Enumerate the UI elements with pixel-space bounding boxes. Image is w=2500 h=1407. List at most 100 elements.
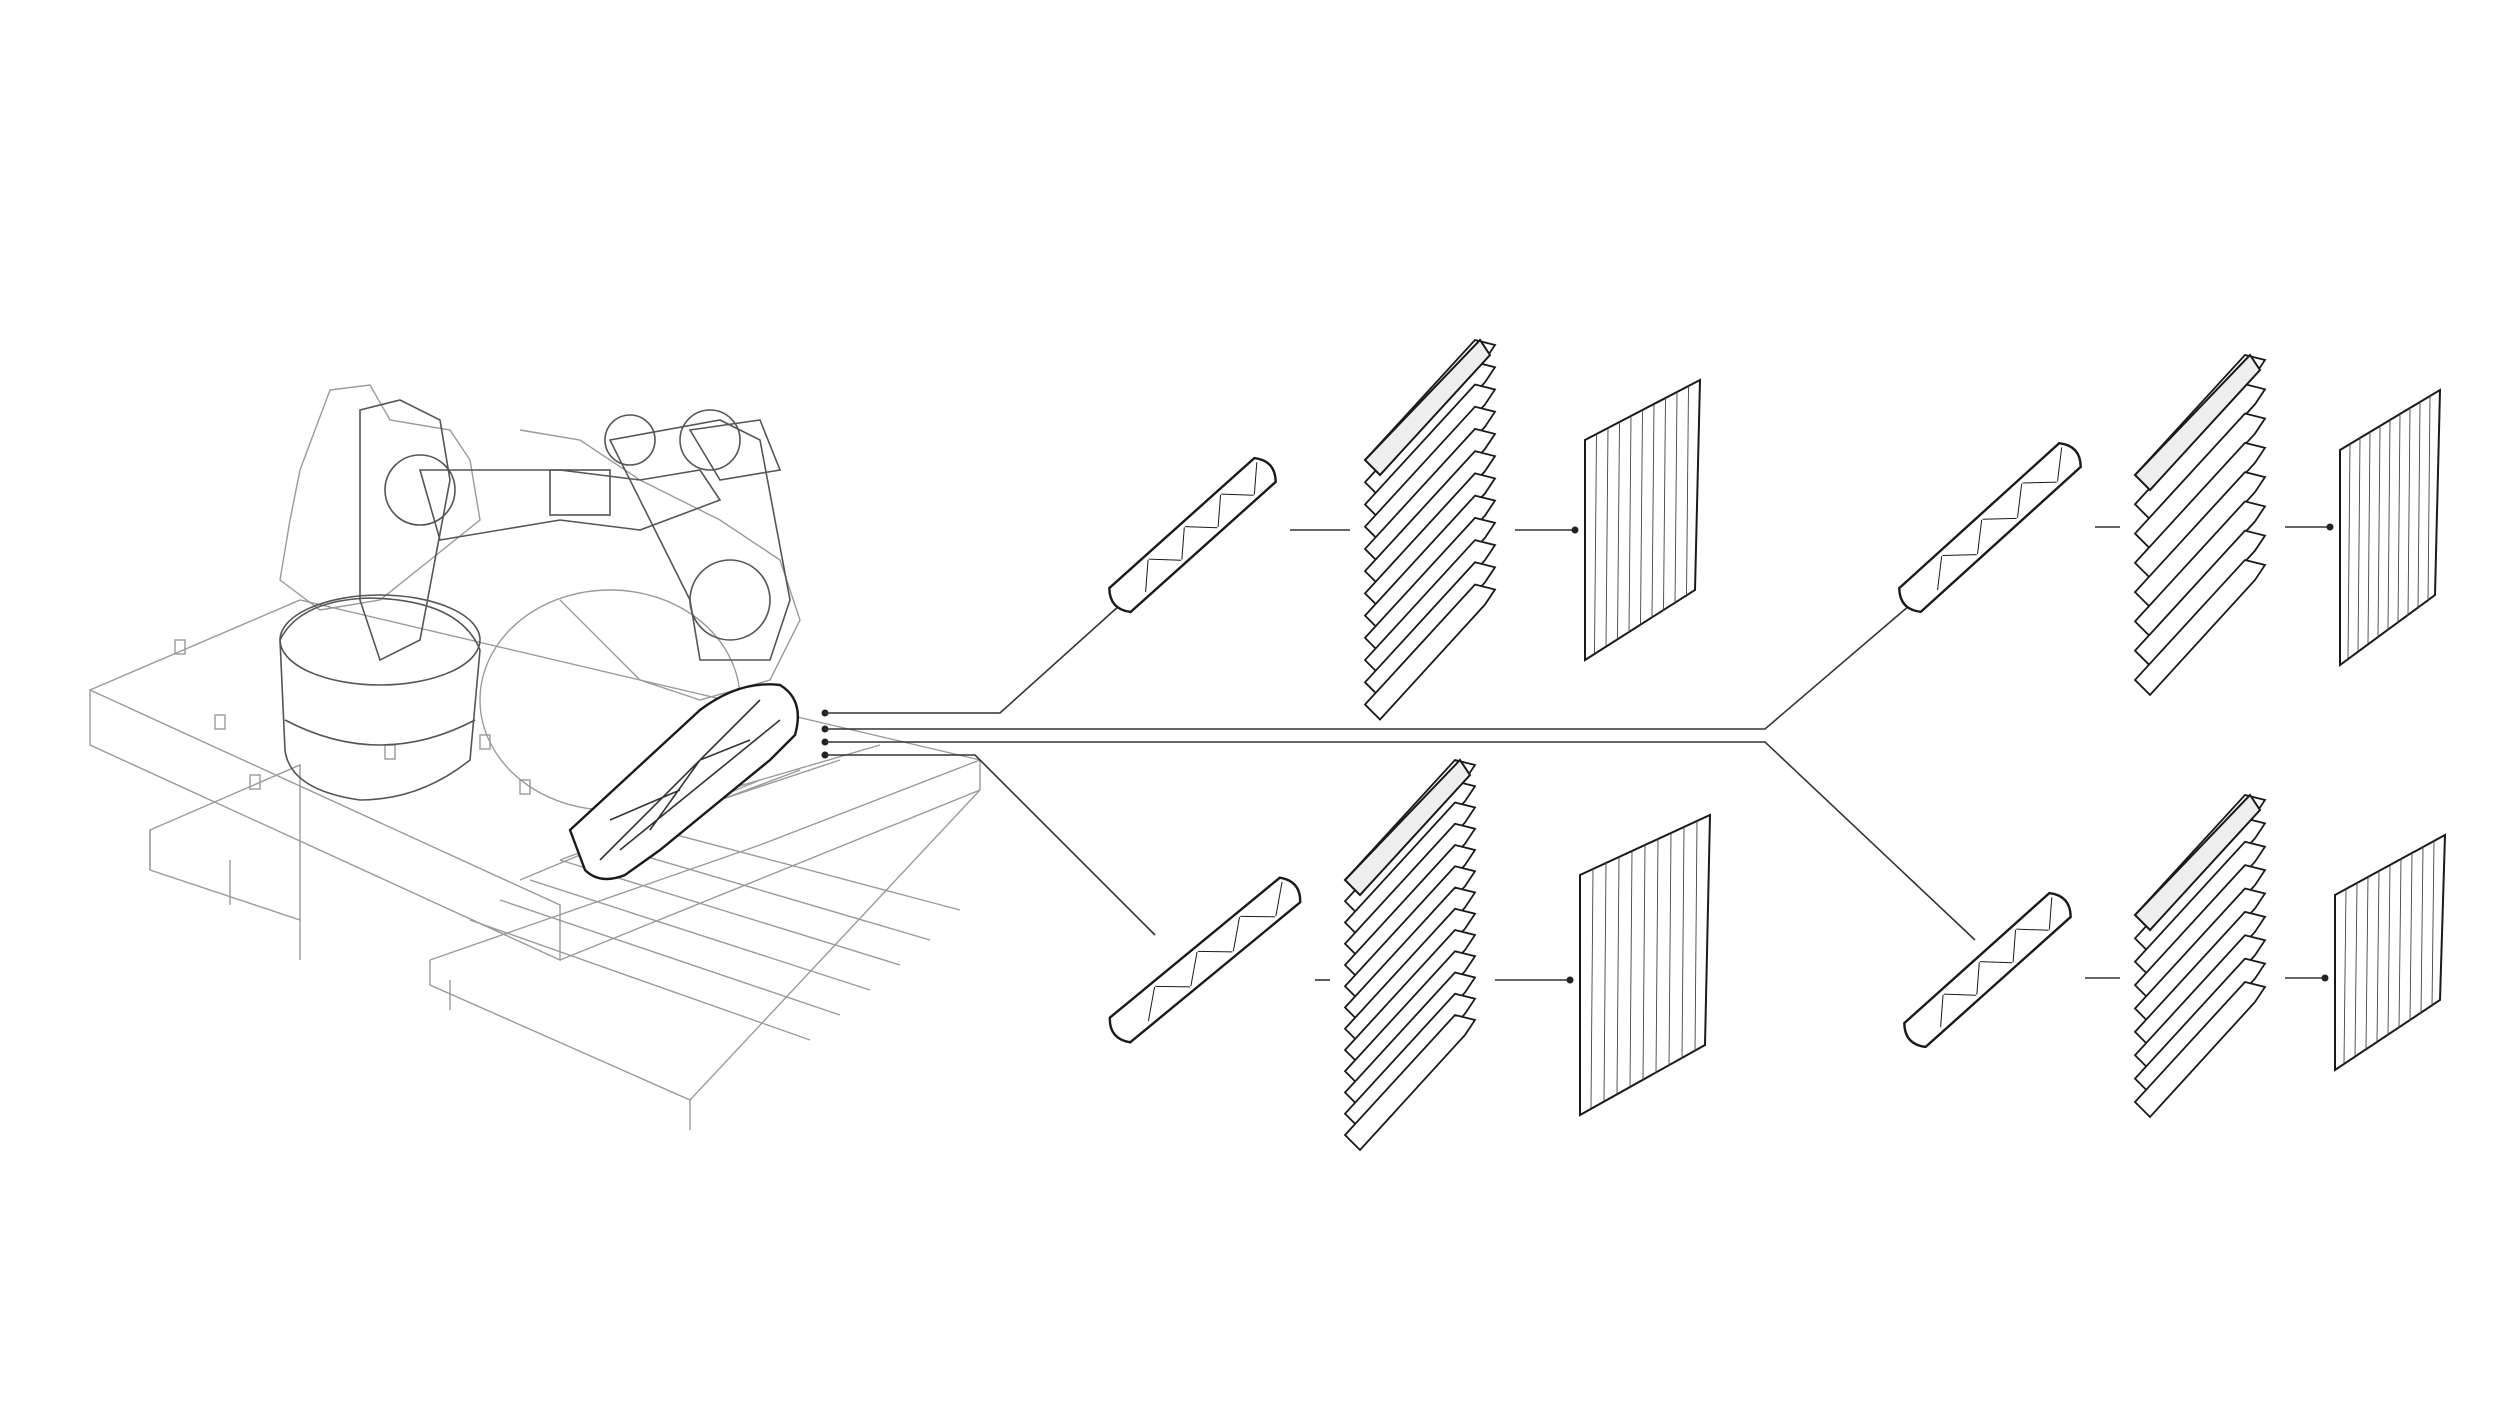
surface-strip (2397, 413, 2401, 624)
surface-strip (1642, 844, 1646, 1081)
surface-strip (1629, 850, 1633, 1088)
connector-lines (821, 604, 1976, 941)
surface-strip (1694, 820, 1698, 1053)
unrolled-surface (2339, 388, 2442, 667)
mesh-line (1253, 462, 1258, 495)
mesh-line (1982, 517, 2017, 520)
mesh-line (1275, 881, 1283, 917)
surface-strip (1617, 421, 1620, 640)
unrolled-surface (1579, 813, 1712, 1117)
mesh-line (1221, 493, 1254, 496)
arrow-dot (1571, 526, 1579, 534)
mesh-line (1190, 951, 1198, 987)
mesh-line (1943, 993, 1977, 996)
surface-strip (1668, 832, 1672, 1067)
branch-stick (1898, 441, 2082, 614)
stick-outline (1108, 876, 1302, 1044)
variant-bottom-left (1108, 758, 1712, 1152)
variant-top-left (1108, 338, 1702, 721)
slice (2133, 558, 2267, 697)
mesh-line (1980, 961, 2013, 964)
work-platform (89, 599, 981, 1130)
top-slice-mesh (1363, 338, 1492, 477)
mesh-line (1976, 962, 1980, 995)
mesh-line (2048, 897, 2053, 930)
surface-strip (1590, 868, 1594, 1109)
surface-strip (2431, 840, 2435, 1008)
variant-groups (1108, 338, 2447, 1152)
mesh-line (1977, 519, 1983, 554)
slice (2133, 471, 2267, 609)
stick-outline (1903, 891, 2072, 1049)
top-slice-mesh (1343, 758, 1472, 897)
branch-stick (1108, 456, 1277, 614)
top-slice-mesh (2133, 353, 2262, 492)
surface-strip (1651, 403, 1655, 619)
workpiece-log (568, 683, 800, 881)
surface-strip (1605, 427, 1609, 647)
mesh-line (1181, 527, 1185, 560)
mesh-line (2016, 928, 2049, 931)
surface-strip (2417, 401, 2421, 610)
slice (2133, 980, 2267, 1119)
connector-top-left (825, 604, 1121, 714)
surface-strip (2354, 882, 2358, 1057)
surface-strip (1681, 826, 1685, 1060)
slice (1343, 1013, 1477, 1152)
mesh-line (1217, 494, 1222, 528)
surface-strip (1655, 838, 1659, 1074)
mesh-line (1147, 986, 1156, 1022)
arrow-dot (1566, 976, 1574, 984)
surface-strip (2420, 846, 2424, 1015)
surface-strip (2407, 407, 2411, 617)
slice (2133, 441, 2267, 580)
slice (2133, 529, 2267, 667)
mesh-line (2022, 481, 2057, 484)
surface-outline (2334, 833, 2447, 1072)
surface-strip (2365, 876, 2369, 1050)
surface-outline (2339, 388, 2442, 667)
slice (2133, 500, 2267, 638)
mesh-line (2057, 447, 2063, 482)
surface-strip (2409, 852, 2413, 1022)
surface-strip (2377, 425, 2381, 638)
surface-strip (2387, 864, 2391, 1036)
surface-outline (1579, 813, 1712, 1117)
slice (2133, 412, 2267, 550)
industrial-robot-arm (279, 399, 791, 801)
surface-strip (1594, 433, 1597, 654)
slice-stack (2133, 793, 2267, 1119)
slice-stack (2133, 353, 2267, 697)
branch-stick (1903, 891, 2072, 1049)
connector-bottom-left (825, 754, 1156, 936)
mesh-line (1942, 554, 1977, 556)
mesh-line (1185, 526, 1218, 529)
mesh-line (1940, 994, 1944, 1028)
slice-stack (1363, 338, 1497, 721)
surface-strip (1616, 856, 1620, 1095)
mesh-line (2012, 929, 2017, 963)
connector-bottom-right (825, 741, 1976, 941)
surface-strip (2343, 888, 2347, 1064)
unrolled-surface (2334, 833, 2447, 1072)
surface-strip (2357, 437, 2361, 652)
top-slice-mesh (2133, 793, 2262, 932)
surface-strip (2347, 443, 2351, 659)
surface-strip (2376, 870, 2380, 1043)
mesh-line (1937, 556, 1943, 591)
surface-strip (1640, 409, 1643, 626)
surface-outline (1584, 378, 1702, 662)
mesh-line (1148, 558, 1182, 561)
stick-outline (1108, 456, 1277, 614)
surface-strip (1628, 415, 1632, 633)
surface-strip (2427, 395, 2431, 603)
mesh-line (1145, 559, 1149, 593)
mesh-line (1232, 916, 1241, 952)
branch-stick (1108, 876, 1302, 1044)
arrow-dot (2326, 523, 2334, 531)
connector-top-right (825, 604, 1911, 730)
unrolled-surface (1584, 378, 1702, 662)
surface-strip (1674, 391, 1678, 605)
mesh-line (2017, 483, 2023, 518)
